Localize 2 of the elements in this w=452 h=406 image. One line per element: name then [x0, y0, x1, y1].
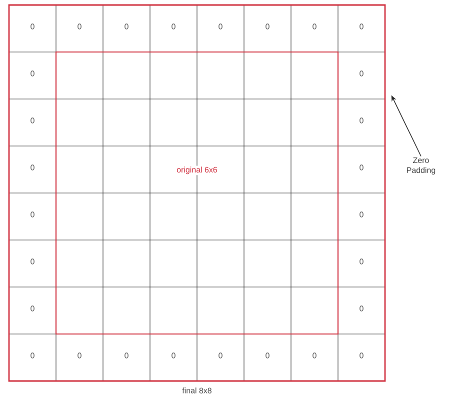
grid-box — [8, 4, 386, 382]
region-box — [55, 51, 339, 335]
